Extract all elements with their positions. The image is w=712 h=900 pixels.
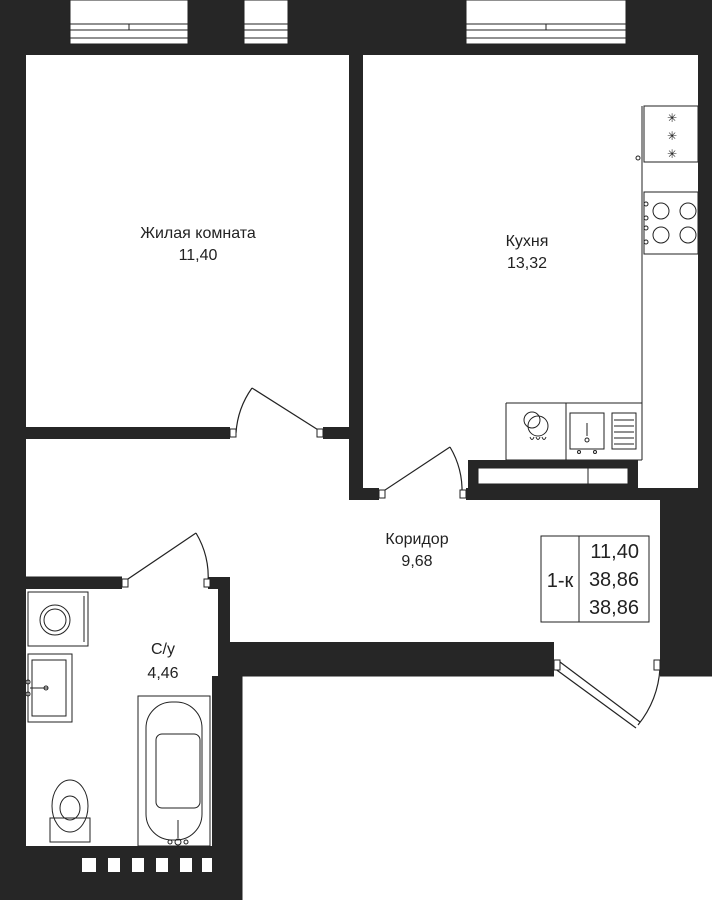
door-swing-icon bbox=[553, 659, 661, 729]
door-swing-icon bbox=[378, 446, 467, 499]
room-label-kitchen: Кухня 13,32 bbox=[506, 233, 549, 272]
living-bottom-wall bbox=[26, 427, 230, 439]
room-label-bathroom: С/у 4,46 bbox=[147, 641, 178, 682]
balcony-radiator bbox=[468, 460, 638, 488]
room-area-corridor: 9,68 bbox=[401, 553, 432, 570]
kitchen-fixtures: ✳ ✳ ✳ bbox=[468, 105, 699, 488]
room-label-living: Жилая комната 11,40 bbox=[140, 225, 256, 264]
right-wall-upper bbox=[698, 0, 712, 500]
apartment-type: 1-к bbox=[547, 570, 574, 592]
bathroom-top-wall bbox=[26, 577, 122, 589]
bathroom-right-wall-upper bbox=[218, 578, 230, 676]
cooktop-icon bbox=[643, 191, 699, 255]
room-area-bathroom: 4,46 bbox=[147, 665, 178, 682]
summary-overall-area: 38,86 bbox=[589, 597, 639, 619]
right-wall-lower bbox=[660, 500, 712, 676]
room-name-bathroom: С/у bbox=[151, 641, 175, 658]
summary-total-area: 38,86 bbox=[589, 569, 639, 591]
bathroom-top-wall-stub bbox=[208, 577, 230, 589]
door-swing-icon bbox=[229, 387, 324, 438]
kitchen-bottom-wall-right bbox=[466, 488, 712, 500]
living-bottom-wall-stub bbox=[323, 427, 363, 439]
dishwasher-icon bbox=[523, 411, 549, 440]
room-name-living: Жилая комната bbox=[140, 225, 256, 242]
corridor-bottom-wall bbox=[218, 642, 554, 676]
bottom-wall bbox=[26, 846, 242, 900]
washbasin-icon bbox=[25, 653, 73, 723]
partition-living-kitchen bbox=[349, 55, 363, 500]
bottom-wall-gaps bbox=[82, 858, 212, 872]
room-label-corridor: Коридор 9,68 bbox=[385, 531, 448, 570]
room-name-kitchen: Кухня bbox=[506, 233, 549, 250]
apartment-summary: 1-к 11,40 38,86 38,86 bbox=[540, 535, 650, 623]
doors bbox=[121, 387, 661, 729]
summary-living-area: 11,40 bbox=[590, 541, 639, 563]
svg-text:✳: ✳ bbox=[667, 111, 677, 125]
bathtub-icon bbox=[137, 695, 211, 847]
toilet-icon bbox=[49, 779, 91, 843]
window-icon bbox=[465, 0, 627, 45]
bathroom-fixtures bbox=[25, 591, 211, 847]
room-outlines bbox=[26, 576, 712, 900]
room-name-corridor: Коридор bbox=[385, 531, 448, 548]
room-area-living: 11,40 bbox=[179, 247, 218, 264]
svg-text:✳: ✳ bbox=[667, 129, 677, 143]
stove-burners-icon: ✳ ✳ ✳ bbox=[635, 105, 699, 163]
door-swing-icon bbox=[121, 532, 211, 588]
window-icon bbox=[69, 0, 189, 45]
kitchen-sink-icon bbox=[565, 403, 637, 460]
kitchen-bottom-wall-left bbox=[349, 488, 379, 500]
windows bbox=[69, 0, 627, 45]
left-wall bbox=[0, 0, 26, 900]
svg-text:✳: ✳ bbox=[667, 147, 677, 161]
room-area-kitchen: 13,32 bbox=[507, 255, 547, 272]
washing-machine-icon bbox=[27, 591, 89, 647]
window-icon bbox=[243, 0, 289, 45]
